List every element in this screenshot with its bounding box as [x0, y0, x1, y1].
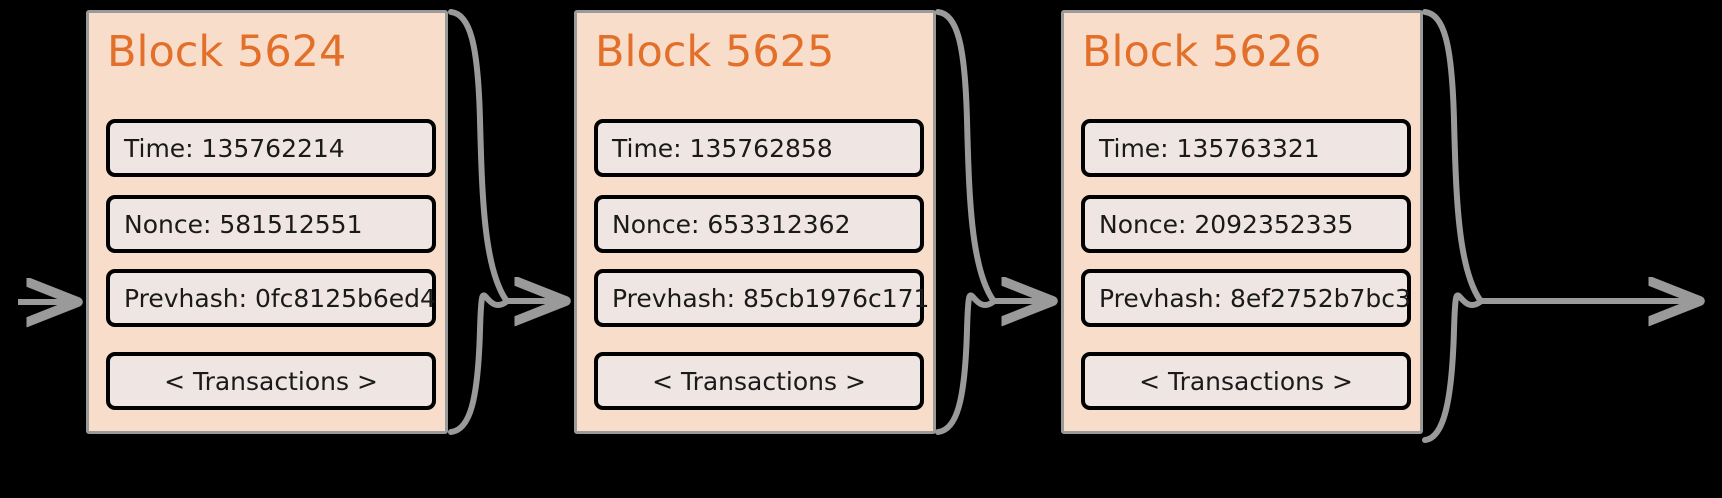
block-field-nonce[interactable]: Nonce: 2092352335	[1081, 195, 1411, 253]
block-field-prevhash-label: Prevhash: 8ef2752b7bc3	[1099, 283, 1411, 313]
block-field-prevhash[interactable]: Prevhash: 8ef2752b7bc3	[1081, 269, 1411, 327]
link-arrow-5624-to-5625	[448, 9, 566, 435]
block-card-1[interactable]: Block 5625 Time: 135762858 Nonce: 653312…	[574, 10, 936, 434]
block-field-nonce-label: Nonce: 581512551	[124, 209, 363, 239]
block-field-time-label: Time: 135762214	[124, 133, 345, 163]
block-field-transactions[interactable]: < Transactions >	[1081, 352, 1411, 410]
link-arrow-5625-to-5626	[935, 9, 1053, 435]
block-card-0[interactable]: Block 5624 Time: 135762214 Nonce: 581512…	[86, 10, 448, 434]
block-field-time-label: Time: 135762858	[612, 133, 833, 163]
block-title: Block 5624	[107, 27, 347, 77]
outgoing-arrow	[1422, 9, 1700, 443]
block-field-prevhash-label: Prevhash: 0fc8125b6ed4	[124, 283, 436, 313]
block-field-time[interactable]: Time: 135762214	[106, 119, 436, 177]
block-field-transactions-label: < Transactions >	[164, 366, 378, 396]
block-field-prevhash[interactable]: Prevhash: 85cb1976c171	[594, 269, 929, 327]
block-field-nonce[interactable]: Nonce: 581512551	[106, 195, 436, 253]
block-field-transactions[interactable]: < Transactions >	[106, 352, 436, 410]
block-field-nonce-label: Nonce: 653312362	[612, 209, 851, 239]
block-field-prevhash[interactable]: Prevhash: 0fc8125b6ed4	[106, 269, 436, 327]
block-field-transactions[interactable]: < Transactions >	[594, 352, 924, 410]
block-field-time[interactable]: Time: 135762858	[594, 119, 924, 177]
block-field-time-label: Time: 135763321	[1099, 133, 1320, 163]
block-field-nonce[interactable]: Nonce: 653312362	[594, 195, 924, 253]
block-title: Block 5626	[1082, 27, 1322, 77]
block-field-time[interactable]: Time: 135763321	[1081, 119, 1411, 177]
block-field-prevhash-label: Prevhash: 85cb1976c171	[612, 283, 930, 313]
block-field-nonce-label: Nonce: 2092352335	[1099, 209, 1354, 239]
block-card-2[interactable]: Block 5626 Time: 135763321 Nonce: 209235…	[1061, 10, 1423, 434]
block-title: Block 5625	[595, 27, 835, 77]
block-field-transactions-label: < Transactions >	[1139, 366, 1353, 396]
block-field-transactions-label: < Transactions >	[652, 366, 866, 396]
